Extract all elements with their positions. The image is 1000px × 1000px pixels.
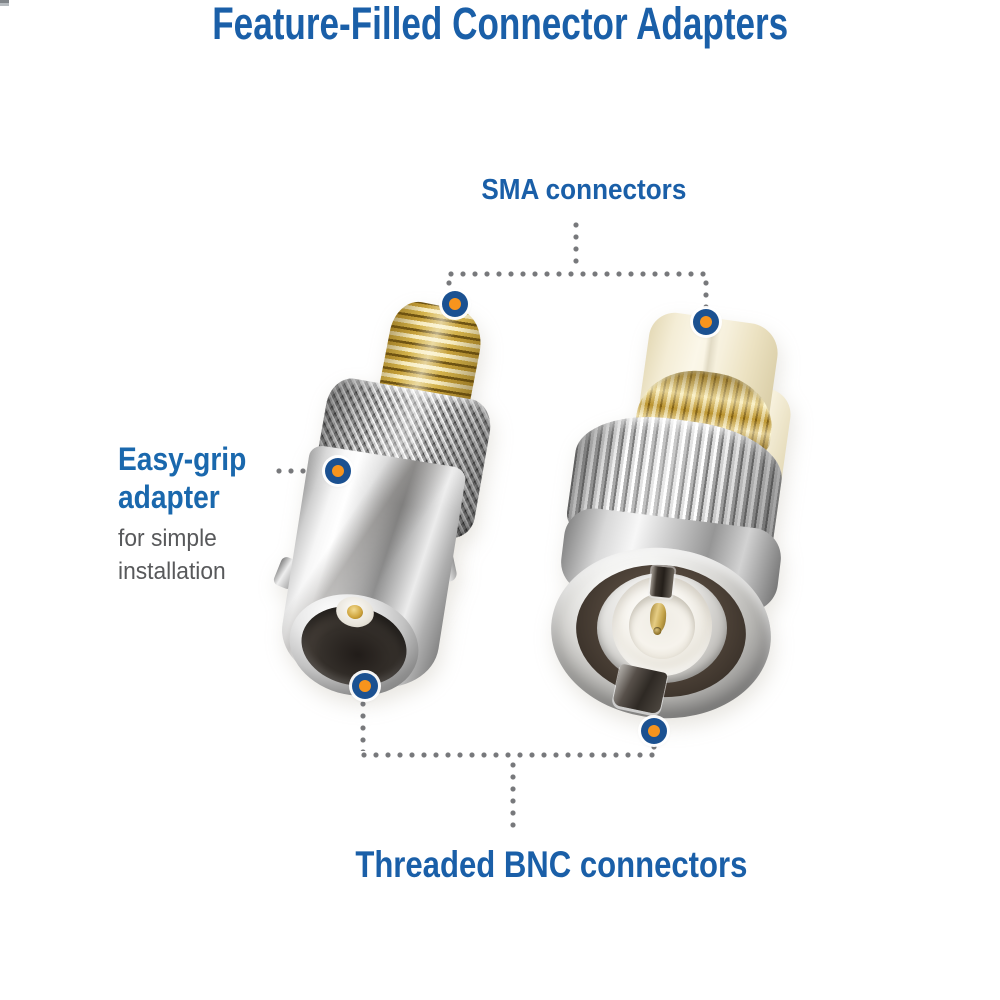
page-title: Feature-Filled Connector Adapters [0, 0, 1000, 48]
easy-grip-subtext: for simple installation [118, 525, 226, 585]
bnc-left-callout-dot [352, 673, 378, 699]
bnc-callout-bar-line [361, 752, 657, 758]
page-title-text: Feature-Filled Connector Adapters [212, 0, 788, 49]
cropped-watermark [0, 0, 9, 6]
bnc-callout-left-rise-line [360, 701, 366, 751]
bnc-callout-stem-line [510, 762, 516, 828]
left-adapter-photo [270, 295, 510, 715]
bnc-female-gold-contact [345, 603, 365, 621]
sma-left-callout-dot [442, 291, 468, 317]
easy-grip-callout-dot [325, 458, 351, 484]
sma-callout-left-drop-line [446, 280, 452, 294]
bnc-right-callout-dot [641, 718, 667, 744]
bnc-connectors-label: Threaded BNC connectors [355, 844, 748, 885]
easy-grip-label-block: Easy-grip adapter for simple installatio… [118, 440, 348, 588]
easy-grip-label: Easy-grip adapter [118, 441, 247, 515]
right-adapter-photo [544, 300, 810, 740]
sma-callout-stem-line [573, 222, 579, 270]
sma-right-callout-dot [693, 309, 719, 335]
bayonet-slot-top [649, 565, 675, 599]
bnc-callout-right-rise-line [651, 744, 657, 754]
easy-grip-callout-line [276, 468, 326, 474]
sma-callout-bar-line [448, 271, 710, 277]
sma-callout-right-drop-line [703, 280, 709, 308]
sma-connectors-label: SMA connectors [481, 174, 687, 206]
